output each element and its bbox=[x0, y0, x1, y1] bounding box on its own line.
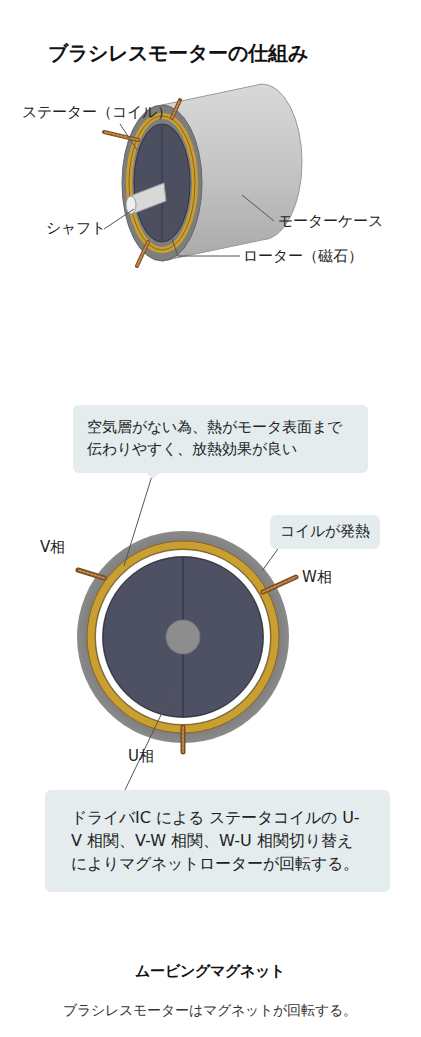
callout-text: ドライバIC による ステータコイルの U-V 相関、V-W 相関、W-U 相関… bbox=[71, 806, 364, 876]
coil-ring-edge bbox=[87, 541, 279, 733]
phase-label: W相 bbox=[302, 568, 332, 588]
phase-label: U相 bbox=[128, 747, 154, 767]
callout-tail bbox=[145, 472, 161, 480]
callout-box: 空気層がない為、熱がモータ表面まで伝わりやすく、放熱効果が良い bbox=[73, 405, 368, 473]
rotor-split bbox=[162, 126, 163, 240]
stator-coil bbox=[129, 116, 195, 250]
part-label: モーターケース bbox=[278, 212, 383, 232]
phase-leads bbox=[78, 570, 296, 752]
part-label: シャフト bbox=[46, 219, 106, 239]
rotor-magnet bbox=[134, 124, 190, 242]
callout-text: 空気層がない為、熱がモータ表面まで伝わりやすく、放熱効果が良い bbox=[87, 417, 354, 461]
coil-ring-edge bbox=[95, 549, 271, 725]
callout-box: ドライバIC による ステータコイルの U-V 相関、V-W 相関、W-U 相関… bbox=[45, 790, 390, 892]
leader-line bbox=[124, 473, 153, 567]
part-label: ステーター（コイル） bbox=[22, 103, 172, 123]
rotor-section bbox=[103, 557, 263, 717]
top-leader-lines bbox=[104, 124, 274, 256]
leader-line bbox=[125, 692, 172, 790]
callout-text: コイルが発熱 bbox=[280, 521, 370, 543]
coil-leads bbox=[104, 100, 180, 266]
motor-case-section bbox=[77, 531, 289, 743]
callout-box: コイルが発熱 bbox=[270, 515, 380, 549]
gap-ring bbox=[99, 553, 267, 721]
shaft bbox=[126, 183, 166, 214]
phase-label: V相 bbox=[40, 538, 65, 558]
diagram-title: ブラシレスモーターの仕組み bbox=[48, 40, 308, 66]
stator-coil-edge bbox=[129, 116, 195, 250]
leader-line bbox=[262, 549, 278, 571]
shaft-section bbox=[166, 620, 200, 654]
section-note: ブラシレスモーターはマグネットが回転する。 bbox=[63, 1001, 357, 1019]
coil-ring bbox=[91, 545, 275, 729]
part-label: ローター（磁石） bbox=[243, 247, 363, 267]
section-heading: ムービングマグネット bbox=[135, 962, 285, 982]
